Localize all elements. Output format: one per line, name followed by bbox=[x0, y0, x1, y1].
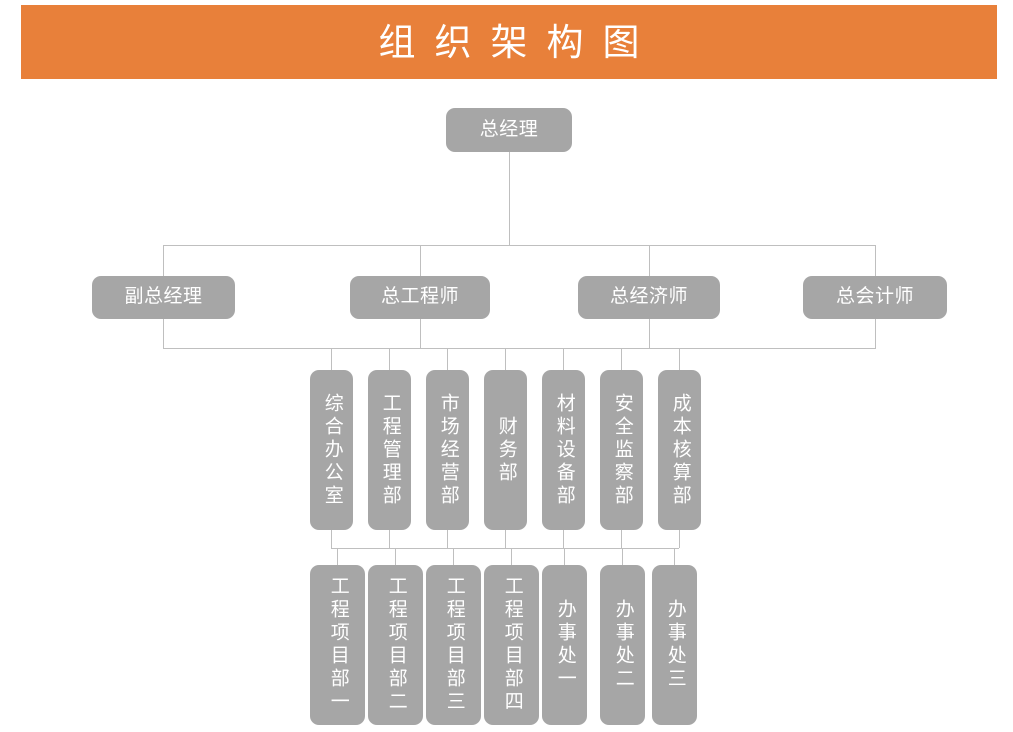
org-node-level4-3[interactable]: 工程项目部四 bbox=[484, 565, 539, 725]
org-node-level4-0[interactable]: 工程项目部一 bbox=[310, 565, 365, 725]
connector-level4-bus bbox=[331, 548, 679, 549]
node-label: 总工程师 bbox=[380, 286, 459, 308]
page-title: 组织架构图 bbox=[378, 21, 659, 63]
org-node-level4-2[interactable]: 工程项目部三 bbox=[426, 565, 481, 725]
org-node-level2-2[interactable]: 总经济师 bbox=[578, 276, 720, 319]
org-node-level4-5[interactable]: 办事处二 bbox=[600, 565, 645, 725]
node-label: 材料设备部 bbox=[553, 392, 575, 508]
connector-level3-tail-1 bbox=[389, 530, 390, 548]
connector-level3-tail-4 bbox=[563, 530, 564, 548]
connector-level3-bus bbox=[163, 348, 876, 349]
connector-level4-stem-1 bbox=[395, 548, 396, 565]
node-label: 成本核算部 bbox=[669, 392, 691, 508]
title-bar: 组织架构图 bbox=[21, 5, 997, 79]
connector-level3-stem-4 bbox=[563, 348, 564, 370]
connector-level2-bus bbox=[163, 245, 876, 246]
connector-level3-stem-5 bbox=[621, 348, 622, 370]
connector-level4-stem-3 bbox=[511, 548, 512, 565]
org-node-level4-6[interactable]: 办事处三 bbox=[652, 565, 697, 725]
org-node-level4-1[interactable]: 工程项目部二 bbox=[368, 565, 423, 725]
node-label: 工程项目部四 bbox=[501, 576, 523, 714]
connector-level3-stem-3 bbox=[505, 348, 506, 370]
node-label: 市场经营部 bbox=[437, 392, 459, 508]
node-label: 工程项目部三 bbox=[443, 576, 465, 714]
connector-level4-stem-6 bbox=[674, 548, 675, 565]
node-label: 安全监察部 bbox=[611, 392, 633, 508]
connector-level3-tail-5 bbox=[621, 530, 622, 548]
org-node-level3-4[interactable]: 材料设备部 bbox=[542, 370, 585, 530]
org-node-level3-3[interactable]: 财务部 bbox=[484, 370, 527, 530]
node-label: 总会计师 bbox=[835, 286, 914, 308]
connector-level3-tail-3 bbox=[505, 530, 506, 548]
connector-level2-stem-2 bbox=[649, 245, 650, 276]
connector-level3-stem-1 bbox=[389, 348, 390, 370]
org-node-level3-1[interactable]: 工程管理部 bbox=[368, 370, 411, 530]
connector-level3-tail-6 bbox=[679, 530, 680, 548]
node-label: 工程项目部二 bbox=[385, 576, 407, 714]
connector-level3-stem-0 bbox=[331, 348, 332, 370]
org-node-level1-0[interactable]: 总经理 bbox=[446, 108, 572, 152]
node-label: 综合办公室 bbox=[321, 392, 343, 508]
connector-level2-tail-2 bbox=[649, 319, 650, 348]
node-label: 办事处二 bbox=[612, 599, 634, 691]
node-label: 办事处三 bbox=[664, 599, 686, 691]
connector-level3-tail-2 bbox=[447, 530, 448, 548]
node-label: 副总经理 bbox=[124, 286, 203, 308]
org-node-level2-1[interactable]: 总工程师 bbox=[350, 276, 490, 319]
org-node-level3-6[interactable]: 成本核算部 bbox=[658, 370, 701, 530]
connector-level4-stem-4 bbox=[564, 548, 565, 565]
node-label: 总经理 bbox=[479, 118, 539, 140]
connector-level4-stem-0 bbox=[337, 548, 338, 565]
node-label: 总经济师 bbox=[609, 286, 688, 308]
connector-level2-tail-0 bbox=[163, 319, 164, 348]
org-node-level4-4[interactable]: 办事处一 bbox=[542, 565, 587, 725]
node-label: 工程管理部 bbox=[379, 392, 401, 508]
connector-level4-stem-2 bbox=[453, 548, 454, 565]
node-label: 办事处一 bbox=[554, 599, 576, 691]
connector-level2-stem-0 bbox=[163, 245, 164, 276]
connector-root-stem bbox=[509, 152, 510, 245]
node-label: 工程项目部一 bbox=[327, 576, 349, 714]
connector-level3-tail-0 bbox=[331, 530, 332, 548]
connector-level2-tail-3 bbox=[875, 319, 876, 348]
org-node-level3-2[interactable]: 市场经营部 bbox=[426, 370, 469, 530]
org-node-level3-5[interactable]: 安全监察部 bbox=[600, 370, 643, 530]
connector-level3-stem-2 bbox=[447, 348, 448, 370]
connector-level2-stem-3 bbox=[875, 245, 876, 276]
org-node-level2-3[interactable]: 总会计师 bbox=[803, 276, 947, 319]
connector-level4-stem-5 bbox=[622, 548, 623, 565]
connector-level2-tail-1 bbox=[420, 319, 421, 348]
org-node-level2-0[interactable]: 副总经理 bbox=[92, 276, 235, 319]
connector-level2-stem-1 bbox=[420, 245, 421, 276]
org-node-level3-0[interactable]: 综合办公室 bbox=[310, 370, 353, 530]
connector-level3-stem-6 bbox=[679, 348, 680, 370]
node-label: 财务部 bbox=[495, 415, 517, 485]
